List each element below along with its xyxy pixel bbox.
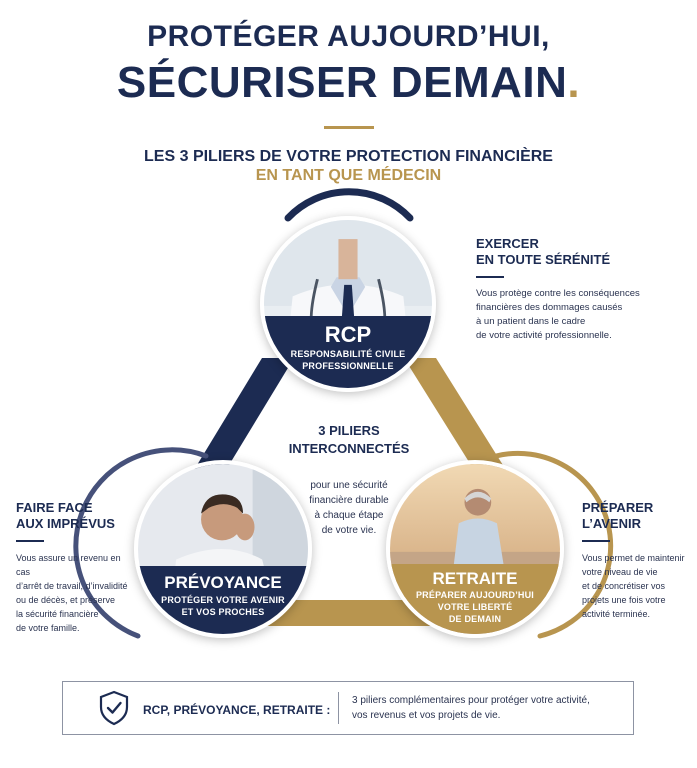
pillar-rcp: RCP RESPONSABILITÉ CIVILE PROFESSIONNELL… bbox=[260, 216, 436, 392]
title-main-text: SÉCURISER DEMAIN bbox=[116, 58, 568, 107]
center-text-3: à chaque étape bbox=[314, 510, 384, 521]
prevoyance-sub-2: ET VOS PROCHES bbox=[181, 607, 265, 617]
subtitle-line-1: LES 3 PILIERS DE VOTRE PROTECTION FINANC… bbox=[144, 148, 553, 165]
center-text-4: de votre vie. bbox=[321, 525, 377, 536]
retraite-sub-3: DE DEMAIN bbox=[448, 614, 502, 624]
retraite-sub-2: VOTRE LIBERTÉ bbox=[437, 602, 513, 612]
side-rcp-rule bbox=[476, 276, 504, 278]
center-heading-2: INTERCONNECTÉS bbox=[288, 441, 410, 456]
side-retraite-heading-1: PRÉPARER bbox=[582, 500, 654, 515]
side-retraite-p1: Vous permet de maintenir bbox=[582, 553, 685, 563]
center-heading-1: 3 PILIERS bbox=[318, 423, 380, 438]
title-line-2: SÉCURISER DEMAIN. bbox=[0, 58, 697, 108]
side-rcp-p4: de votre activité professionnelle. bbox=[476, 330, 612, 341]
side-prevoyance: FAIRE FACE AUX IMPRÉVUS Vous assure un r… bbox=[16, 500, 136, 635]
arc-left bbox=[73, 447, 209, 639]
title-line-1: PROTÉGER AUJOURD’HUI, bbox=[147, 20, 550, 53]
summary-divider bbox=[338, 692, 339, 724]
prevoyance-sub-1: PROTÉGER VOTRE AVENIR bbox=[161, 595, 285, 605]
side-rcp-p2: financières des dommages causés bbox=[476, 302, 623, 313]
side-prevoyance-p1: Vous assure un revenu en cas bbox=[16, 553, 121, 577]
center-text: pour une sécurité financière durable à c… bbox=[284, 478, 414, 538]
prevoyance-title: PRÉVOYANCE bbox=[164, 573, 282, 592]
prevoyance-band: PRÉVOYANCE PROTÉGER VOTRE AVENIR ET VOS … bbox=[138, 566, 308, 634]
arc-top bbox=[284, 188, 414, 222]
retraite-title: RETRAITE bbox=[432, 569, 518, 588]
rcp-sub-1: RESPONSABILITÉ CIVILE bbox=[290, 349, 406, 359]
retraite-sub-1: PRÉPARER AUJOURD’HUI bbox=[415, 590, 534, 600]
side-prevoyance-p5: de votre famille. bbox=[16, 623, 80, 633]
summary-text: 3 piliers complémentaires pour protéger … bbox=[352, 693, 627, 723]
side-rcp-heading-2: EN TOUTE SÉRÉNITÉ bbox=[476, 252, 611, 267]
rcp-sub-2: PROFESSIONNELLE bbox=[302, 361, 394, 371]
rcp-title: RCP bbox=[324, 322, 372, 347]
pillar-retraite: RETRAITE PRÉPARER AUJOURD’HUI VOTRE LIBE… bbox=[386, 460, 564, 638]
side-rcp-p3: à un patient dans le cadre bbox=[476, 316, 586, 327]
shield-check-icon bbox=[99, 690, 129, 726]
center-text-1: pour une sécurité bbox=[310, 480, 388, 491]
summary-text-2: vos revenus et vos projets de vie. bbox=[352, 710, 501, 721]
side-retraite-p3: et de concrétiser vos bbox=[582, 581, 666, 591]
side-retraite: PRÉPARER L’AVENIR Vous permet de mainten… bbox=[582, 500, 694, 621]
center-text-2: financière durable bbox=[309, 495, 389, 506]
side-retraite-p4: projets une fois votre bbox=[582, 595, 666, 605]
side-retraite-p5: activité terminée. bbox=[582, 609, 651, 619]
title-dot: . bbox=[567, 58, 581, 107]
side-rcp-p1: Vous protège contre les conséquences bbox=[476, 288, 640, 299]
side-retraite-p2: votre niveau de vie bbox=[582, 567, 658, 577]
summary-text-1: 3 piliers complémentaires pour protéger … bbox=[352, 695, 590, 706]
side-prevoyance-p4: la sécurité financière bbox=[16, 609, 99, 619]
side-rcp: EXERCER EN TOUTE SÉRÉNITÉ Vous protège c… bbox=[476, 236, 691, 343]
arc-right bbox=[493, 450, 614, 639]
summary-box bbox=[62, 681, 634, 735]
summary-label: RCP, PRÉVOYANCE, RETRAITE : bbox=[143, 703, 331, 717]
side-prevoyance-heading-2: AUX IMPRÉVUS bbox=[16, 516, 115, 531]
pillar-prevoyance: PRÉVOYANCE PROTÉGER VOTRE AVENIR ET VOS … bbox=[134, 460, 312, 638]
side-retraite-rule bbox=[582, 540, 610, 542]
side-prevoyance-heading-1: FAIRE FACE bbox=[16, 500, 93, 515]
center-heading: 3 PILIERS INTERCONNECTÉS bbox=[260, 422, 438, 458]
side-prevoyance-rule bbox=[16, 540, 44, 542]
side-retraite-heading-2: L’AVENIR bbox=[582, 516, 641, 531]
gold-divider bbox=[324, 126, 374, 129]
side-prevoyance-p3: ou de décès, et préserve bbox=[16, 595, 116, 605]
side-rcp-heading-1: EXERCER bbox=[476, 236, 539, 251]
side-prevoyance-p2: d’arrêt de travail, d’invalidité bbox=[16, 581, 128, 591]
subtitle-line-2: EN TANT QUE MÉDECIN bbox=[255, 167, 442, 184]
rcp-band: RCP RESPONSABILITÉ CIVILE PROFESSIONNELL… bbox=[264, 316, 432, 388]
retraite-band: RETRAITE PRÉPARER AUJOURD’HUI VOTRE LIBE… bbox=[390, 564, 560, 634]
